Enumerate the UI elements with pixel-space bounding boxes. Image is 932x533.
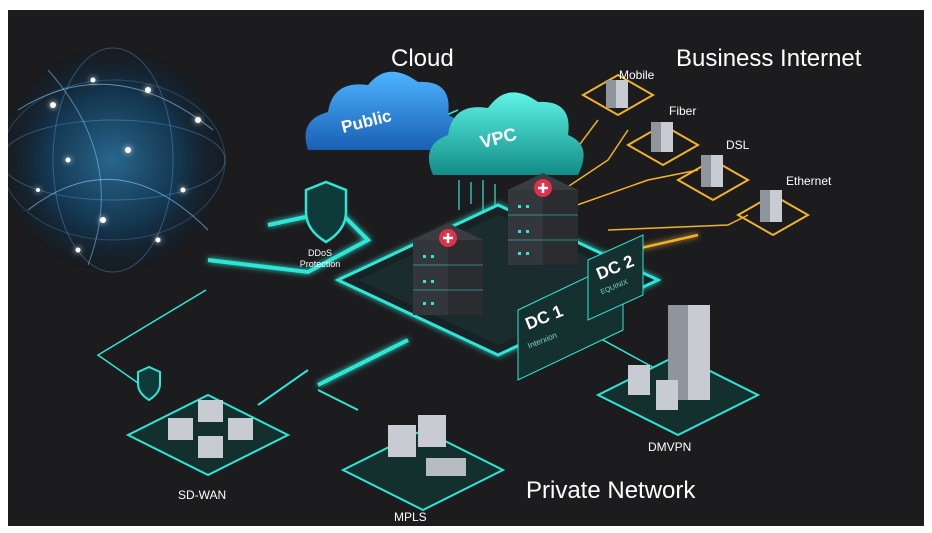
platform-sdwan [125, 393, 291, 477]
mobile-label: Mobile [619, 68, 655, 82]
alert-icon [534, 179, 552, 197]
shield-icon [304, 180, 348, 244]
cloud-heading: Cloud [391, 45, 454, 72]
mpls-label: MPLS [394, 510, 427, 524]
sdwan-label: SD-WAN [178, 488, 227, 502]
platform-dmvpn [595, 305, 761, 437]
globe [8, 47, 226, 273]
fiber-label: Fiber [669, 104, 697, 118]
public-cloud [305, 71, 464, 150]
ddos-label-line2: Protection [299, 259, 341, 269]
dsl-label: DSL [726, 138, 750, 152]
ethernet-label: Ethernet [786, 174, 832, 188]
vpc-cloud [428, 92, 584, 215]
ddos-label-line1: DDoS [307, 248, 332, 258]
business-internet-heading: Business Internet [676, 45, 862, 72]
platform-mpls [340, 415, 506, 512]
diagram-canvas: Cloud Business Internet Private Network … [8, 10, 924, 526]
platform-fiber [625, 122, 701, 167]
server-stack-dc1 [413, 223, 483, 315]
platform-ethernet [735, 190, 811, 237]
ddos-label: DDoS Protection [290, 248, 350, 270]
platform-dsl [675, 155, 751, 202]
network-diagram [8, 47, 811, 512]
server-stack-dc2 [508, 173, 578, 265]
alert-icon [439, 229, 457, 247]
platform-mobile [580, 73, 656, 117]
dmvpn-label: DMVPN [648, 440, 692, 454]
private-network-heading: Private Network [526, 477, 696, 504]
small-shield-icon [137, 365, 161, 402]
